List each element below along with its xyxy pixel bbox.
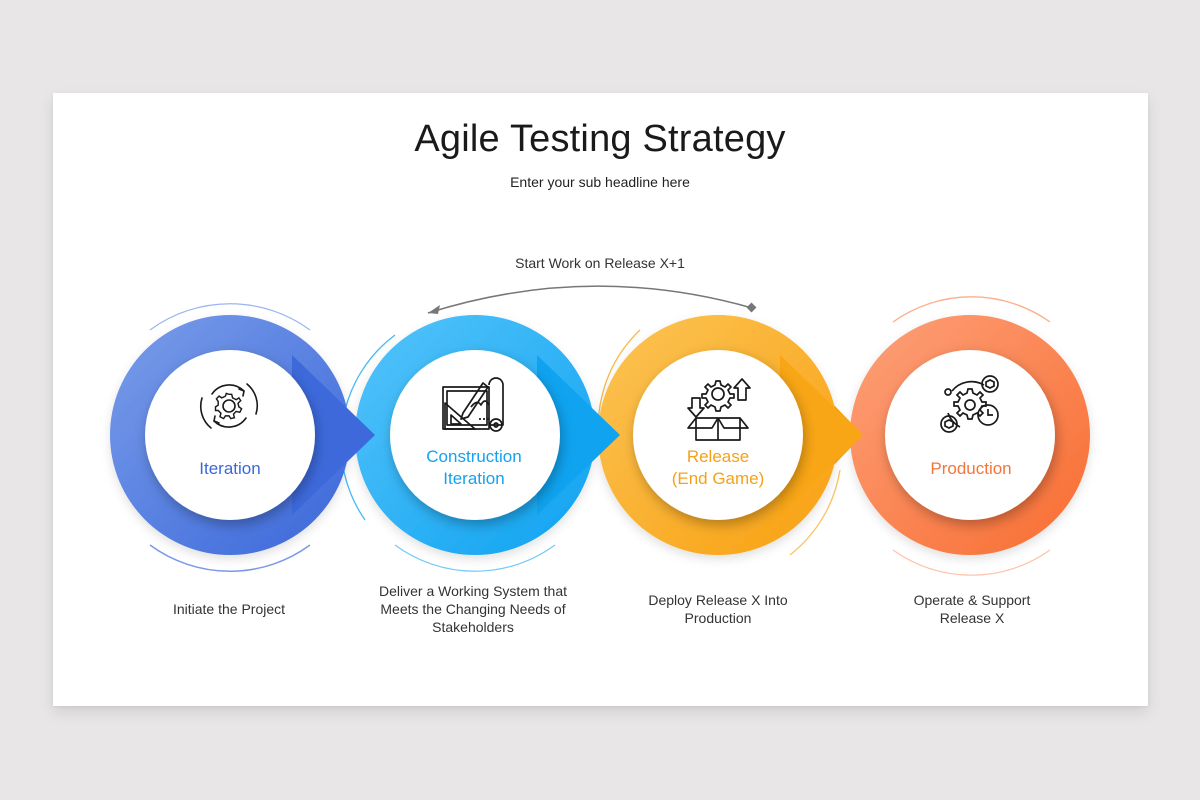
box-gear-icon bbox=[687, 378, 751, 441]
gear-cycle-icon bbox=[199, 383, 259, 429]
page-subtitle: Enter your sub headline here bbox=[510, 174, 690, 190]
arrowhead-icon bbox=[428, 305, 440, 314]
loop-arrow bbox=[427, 285, 757, 314]
stage-label-line: Production bbox=[930, 459, 1012, 478]
stage-description-iteration: Initiate the Project bbox=[172, 601, 286, 617]
stage-label-line: Release bbox=[686, 447, 750, 466]
stage-production[interactable] bbox=[850, 315, 1090, 555]
decor-arc bbox=[394, 544, 556, 572]
diamond-marker-icon bbox=[746, 302, 757, 313]
stage-construction-iteration[interactable] bbox=[355, 315, 620, 555]
stage-label-construction-iteration: Construction Iteration bbox=[389, 446, 559, 490]
decor-arc bbox=[149, 544, 311, 573]
blueprint-icon bbox=[442, 377, 504, 432]
decor-arc bbox=[892, 549, 1051, 576]
loop-arrow-label: Start Work on Release X+1 bbox=[515, 255, 685, 271]
stage-label-line: Construction bbox=[426, 447, 522, 466]
decor-arc bbox=[789, 469, 841, 556]
stage-iteration[interactable] bbox=[110, 315, 375, 555]
stage-label-line: Iteration bbox=[443, 469, 505, 488]
stage-label-line: Iteration bbox=[199, 459, 261, 478]
stage-description-production: Operate & Support Release X bbox=[913, 592, 1031, 626]
stage-release[interactable] bbox=[598, 315, 863, 555]
stage-description-release: Deploy Release X Into Production bbox=[648, 592, 788, 626]
stage-description-construction-iteration: Deliver a Working System that Meets the … bbox=[378, 583, 568, 635]
stage-label-line: (End Game) bbox=[671, 469, 765, 488]
gear-network-icon bbox=[940, 375, 999, 433]
stage-label-production: Production bbox=[886, 458, 1056, 480]
decor-arc bbox=[892, 296, 1051, 323]
page-title: Agile Testing Strategy bbox=[414, 118, 786, 160]
stage-label-release: Release (End Game) bbox=[633, 446, 803, 490]
stage-label-iteration: Iteration bbox=[145, 458, 315, 480]
decor-arc bbox=[149, 303, 311, 331]
